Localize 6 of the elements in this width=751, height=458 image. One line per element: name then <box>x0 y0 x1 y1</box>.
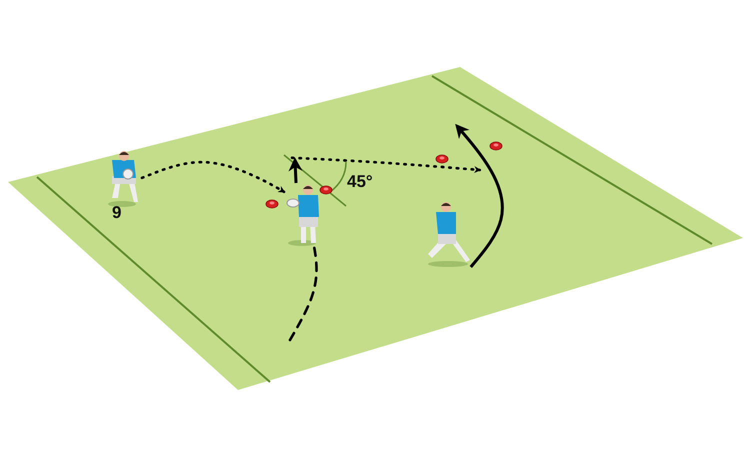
arrow <box>455 124 504 268</box>
player-number: 9 <box>112 203 122 223</box>
dotted-arrow <box>290 156 482 174</box>
arrow <box>288 157 302 184</box>
angle-label: 45° <box>347 172 373 192</box>
dotted-arrow <box>140 160 286 194</box>
